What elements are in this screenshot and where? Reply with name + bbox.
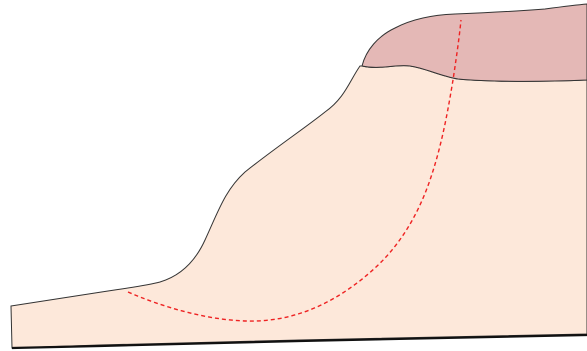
base-shadow-line: [11, 333, 587, 350]
slip-surface-curve: [127, 19, 462, 322]
cap-layer: [361, 3, 587, 82]
slope-body: [10, 65, 587, 349]
